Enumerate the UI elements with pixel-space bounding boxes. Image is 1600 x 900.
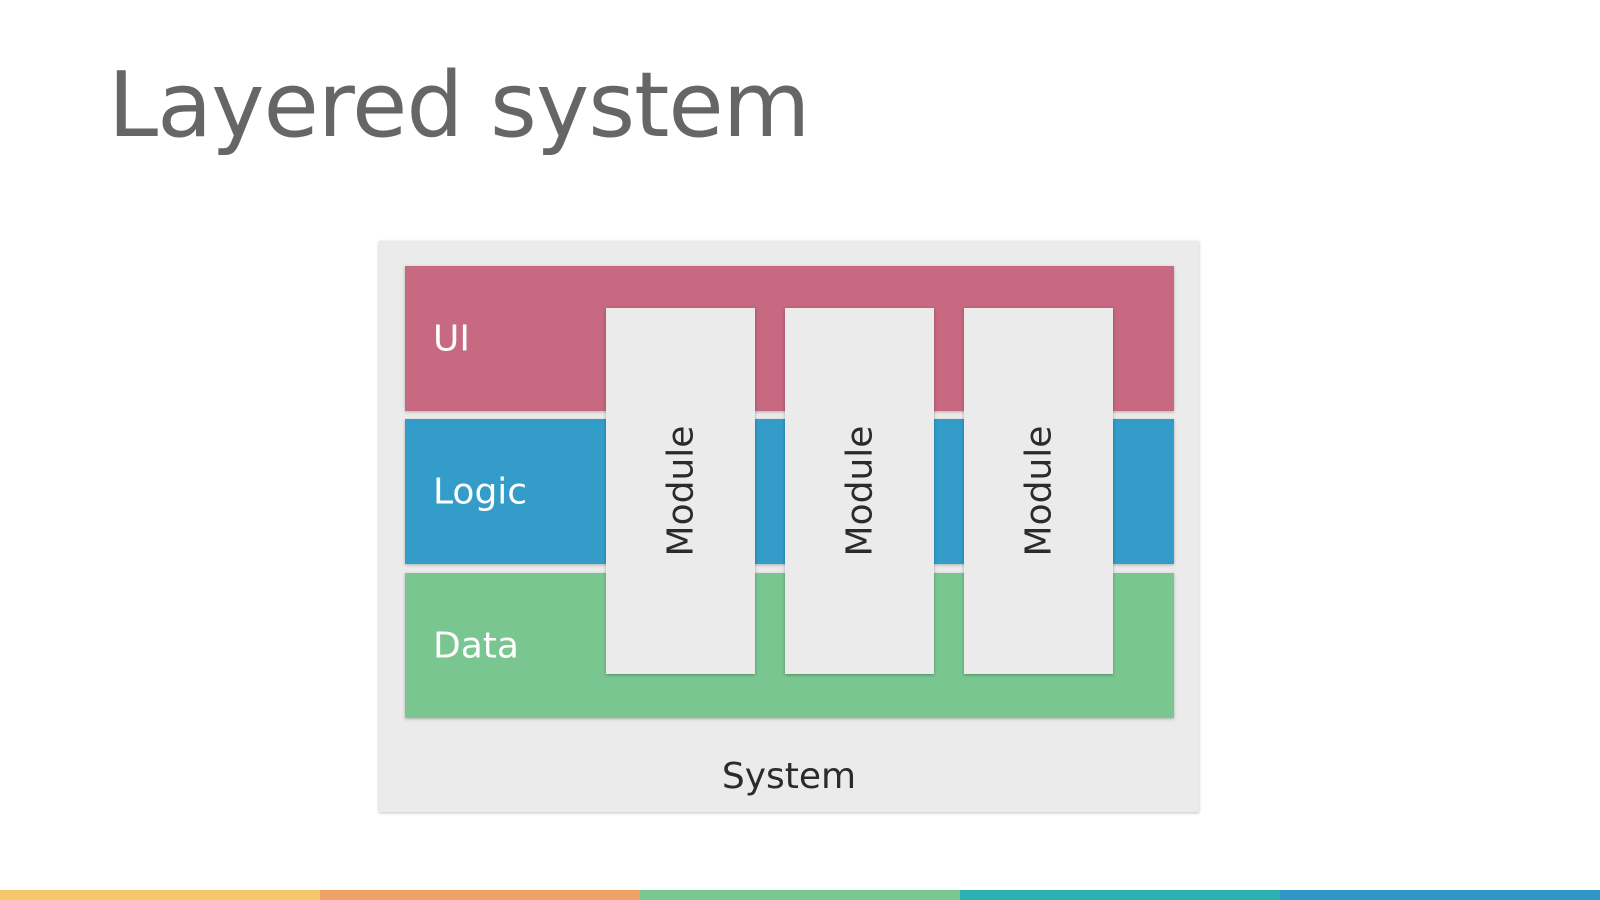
module-2: Module (785, 308, 934, 674)
layer-ui-label: UI (433, 318, 470, 359)
system-container: UI Logic Data Module Module Module Syste… (379, 241, 1199, 812)
system-label: System (721, 756, 857, 797)
bottom-bar-segment-blue (1280, 890, 1600, 900)
module-1-label: Module (660, 425, 701, 557)
bottom-bar-segment-teal (960, 890, 1280, 900)
bottom-color-bar (0, 890, 1600, 900)
bottom-bar-segment-orange (320, 890, 640, 900)
slide-title: Layered system (108, 53, 810, 158)
layer-logic-label: Logic (433, 471, 528, 512)
module-1: Module (606, 308, 755, 674)
module-2-label: Module (839, 425, 880, 557)
module-3: Module (964, 308, 1113, 674)
module-3-label: Module (1018, 425, 1059, 557)
bottom-bar-segment-green (640, 890, 960, 900)
layer-data-label: Data (433, 625, 519, 666)
bottom-bar-segment-yellow (0, 890, 320, 900)
